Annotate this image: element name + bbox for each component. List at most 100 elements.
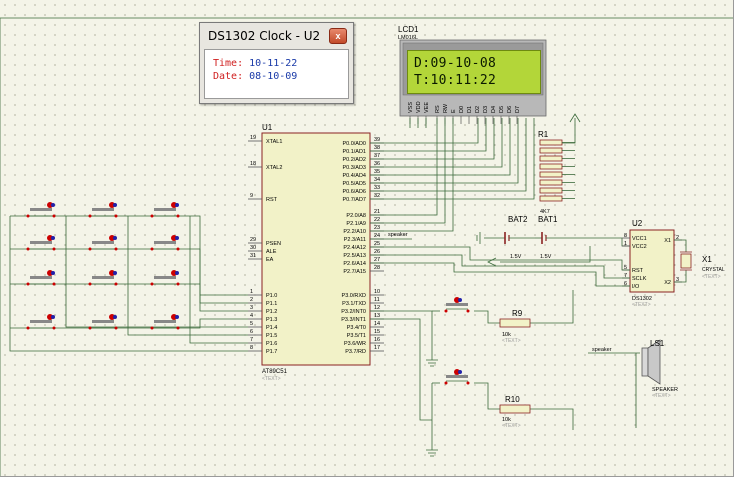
- resistor-r10[interactable]: R10 10k <TEXT>: [499, 395, 531, 429]
- mcu-pin-number: 39: [374, 137, 380, 143]
- lcd-pin-label: D5: [499, 106, 505, 113]
- mcu-pin-name: P0.5/AD5: [342, 181, 366, 187]
- mcu-pin-name: P1.4: [266, 325, 277, 331]
- keypad-button[interactable]: [88, 202, 118, 218]
- resistor-r9[interactable]: R9 10k <TEXT>: [499, 309, 531, 344]
- rtc-pin-name: X2: [664, 280, 671, 286]
- mcu-pin-name: P3.3/INT1: [341, 317, 366, 323]
- keypad-matrix: [9, 202, 248, 352]
- rtc-pin-number: 8: [624, 233, 627, 239]
- close-button[interactable]: x: [329, 28, 347, 44]
- lcd-pin-label: D7: [515, 106, 521, 113]
- lcd-pin-label: VDD: [416, 101, 422, 113]
- rtc-pin-name: SCLK: [632, 276, 647, 282]
- bat2-value: 1.5V: [510, 254, 522, 260]
- rtc-pin-number: 3: [676, 277, 679, 283]
- rtc-pin-name: RST: [632, 268, 644, 274]
- keypad-button[interactable]: [26, 235, 56, 251]
- speaker-ls1[interactable]: LS1 SPEAKER <TEXT> speaker: [588, 339, 678, 428]
- mcu-pin-number: 2: [250, 297, 253, 303]
- keypad-button[interactable]: [26, 314, 56, 330]
- mcu-right-pins: 39P0.0/AD038P0.1/AD137P0.2/AD236P0.3/AD3…: [341, 137, 384, 355]
- mcu-pin-number: 3: [250, 305, 253, 311]
- rtc-popup-window[interactable]: DS1302 Clock - U2 x Time: 10-11-22 Date:…: [199, 22, 354, 104]
- button-int1[interactable]: [444, 369, 470, 385]
- r1-ref: R1: [538, 130, 549, 139]
- mcu-pin-number: 36: [374, 161, 380, 167]
- time-row: Time: 10-11-22: [213, 58, 297, 69]
- lcd-model: LM016L: [398, 35, 418, 41]
- mcu-pin-number: 12: [374, 305, 380, 311]
- r9-text: <TEXT>: [502, 338, 521, 344]
- schematic-sheet[interactable]: U1 AT89C51 <TEXT> 19XTAL118XTAL29RST29PS…: [0, 0, 733, 476]
- mcu-pin-number: 7: [250, 337, 253, 343]
- mcu-pin-name: P0.6/AD6: [342, 189, 366, 195]
- r9-value: 10k: [502, 332, 511, 338]
- mcu-pin-name: P2.6/A14: [343, 261, 366, 267]
- mcu-pin-name: P2.1/A9: [346, 221, 366, 227]
- rtc-wires: [370, 246, 630, 287]
- mcu-pin-number: 28: [374, 265, 380, 271]
- mcu-pin-number: 30: [250, 245, 256, 251]
- mcu-pin-name: ALE: [266, 249, 277, 255]
- battery-bat2[interactable]: [484, 232, 535, 244]
- mcu-pin-name: P0.4/AD4: [342, 173, 366, 179]
- keypad-button[interactable]: [26, 202, 56, 218]
- mcu-pin-number: 34: [374, 177, 380, 183]
- lcd-pin-label: D6: [507, 106, 513, 113]
- mcu-pin-number: 26: [374, 249, 380, 255]
- mcu-pin-number: 35: [374, 169, 380, 175]
- lcd-pin-label: E: [451, 109, 457, 113]
- mcu-pin-number: 6: [250, 329, 253, 335]
- keypad-button[interactable]: [88, 235, 118, 251]
- frame-wires: [0, 17, 733, 476]
- mcu-pin-name: P0.7/AD7: [342, 197, 366, 203]
- mcu-pin-name: P3.2/INT0: [341, 309, 366, 315]
- keypad-button[interactable]: [26, 270, 56, 286]
- mcu-pin-name: P0.1/AD1: [342, 149, 366, 155]
- keypad-button[interactable]: [150, 235, 180, 251]
- mcu-pin-number: 23: [374, 225, 380, 231]
- mcu-pin-number: 10: [374, 289, 380, 295]
- mcu-pin-name: P3.4/T0: [347, 325, 366, 331]
- u2-ref: U2: [632, 219, 643, 228]
- r10-text: <TEXT>: [502, 423, 521, 429]
- keypad-button[interactable]: [150, 314, 180, 330]
- keypad-button[interactable]: [150, 270, 180, 286]
- mcu-pin-number: 1: [250, 289, 253, 295]
- mcu-pin-number: 9: [250, 193, 253, 199]
- x1-text: <TEXT>: [702, 274, 721, 280]
- mcu-pin-name: XTAL1: [266, 139, 282, 145]
- mcu-left-pins: 19XTAL118XTAL29RST29PSEN30ALE31EA1P1.02P…: [248, 135, 282, 355]
- lcd-pin-label: D1: [467, 106, 473, 113]
- r10-value: 10k: [502, 417, 511, 423]
- crystal-x1[interactable]: [674, 239, 692, 283]
- lcd-data-bus: [370, 113, 581, 232]
- keypad-button[interactable]: [150, 202, 180, 218]
- mcu-text: <TEXT>: [262, 376, 281, 382]
- date-value: 08-10-09: [249, 71, 298, 82]
- ls1-text: <TEXT>: [652, 393, 671, 399]
- mcu-pin-name: P1.5: [266, 333, 277, 339]
- lcd-pin-label: D2: [475, 106, 481, 113]
- lcd-pin-label: RS: [435, 105, 441, 113]
- keypad-button[interactable]: [88, 270, 118, 286]
- ls1-ref: LS1: [650, 339, 665, 348]
- rtc-pin-number: 7: [624, 273, 627, 279]
- rtc-pin-number: 6: [624, 281, 627, 287]
- mcu-pin-number: 31: [250, 253, 256, 259]
- u2-text: <TEXT>: [632, 302, 651, 308]
- keypad-button[interactable]: [88, 314, 118, 330]
- mcu-u1[interactable]: U1 AT89C51 <TEXT> 19XTAL118XTAL29RST29PS…: [248, 123, 384, 382]
- resistor-pack-r1[interactable]: R1 4K7: [538, 130, 575, 215]
- rtc-pin-name: X1: [664, 238, 671, 244]
- lcd-ref: LCD1: [398, 25, 419, 34]
- mcu-pin-number: 22: [374, 217, 380, 223]
- button-int0[interactable]: [444, 297, 470, 313]
- lcd-pin-label: D0: [459, 106, 465, 113]
- mcu-pin-number: 37: [374, 153, 380, 159]
- mcu-pin-name: P1.7: [266, 349, 277, 355]
- battery-bat1[interactable]: [535, 232, 622, 244]
